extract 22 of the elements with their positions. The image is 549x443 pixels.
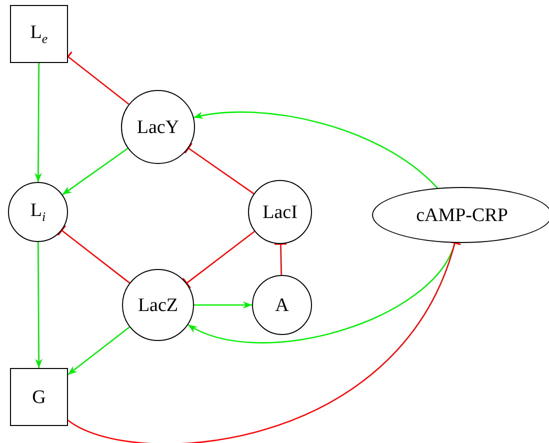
arrow bbox=[188, 242, 456, 344]
arrow bbox=[194, 301, 252, 309]
arrow bbox=[68, 326, 130, 376]
state-box bbox=[10, 368, 68, 426]
arrow bbox=[62, 148, 128, 196]
arrow bbox=[194, 112, 438, 189]
node-label: LacY bbox=[136, 118, 180, 136]
node-label: L$_{i}$ bbox=[30, 201, 46, 223]
inhibition-line bbox=[182, 230, 255, 289]
inhibition-line bbox=[274, 243, 288, 276]
node-label: LacI bbox=[262, 202, 298, 222]
state-box bbox=[10, 5, 68, 63]
node-label: L$_{e}$ bbox=[30, 23, 48, 45]
inhibition-line bbox=[57, 224, 130, 284]
inhibition-line bbox=[184, 142, 254, 194]
node-label: A bbox=[275, 296, 289, 314]
node-label: G bbox=[32, 388, 46, 406]
arrow bbox=[35, 242, 42, 368]
node-label: LacZ bbox=[138, 296, 178, 314]
node-label: cAMP-CRP bbox=[416, 206, 508, 224]
arrow bbox=[34, 63, 42, 182]
inhibition-line bbox=[68, 240, 462, 443]
